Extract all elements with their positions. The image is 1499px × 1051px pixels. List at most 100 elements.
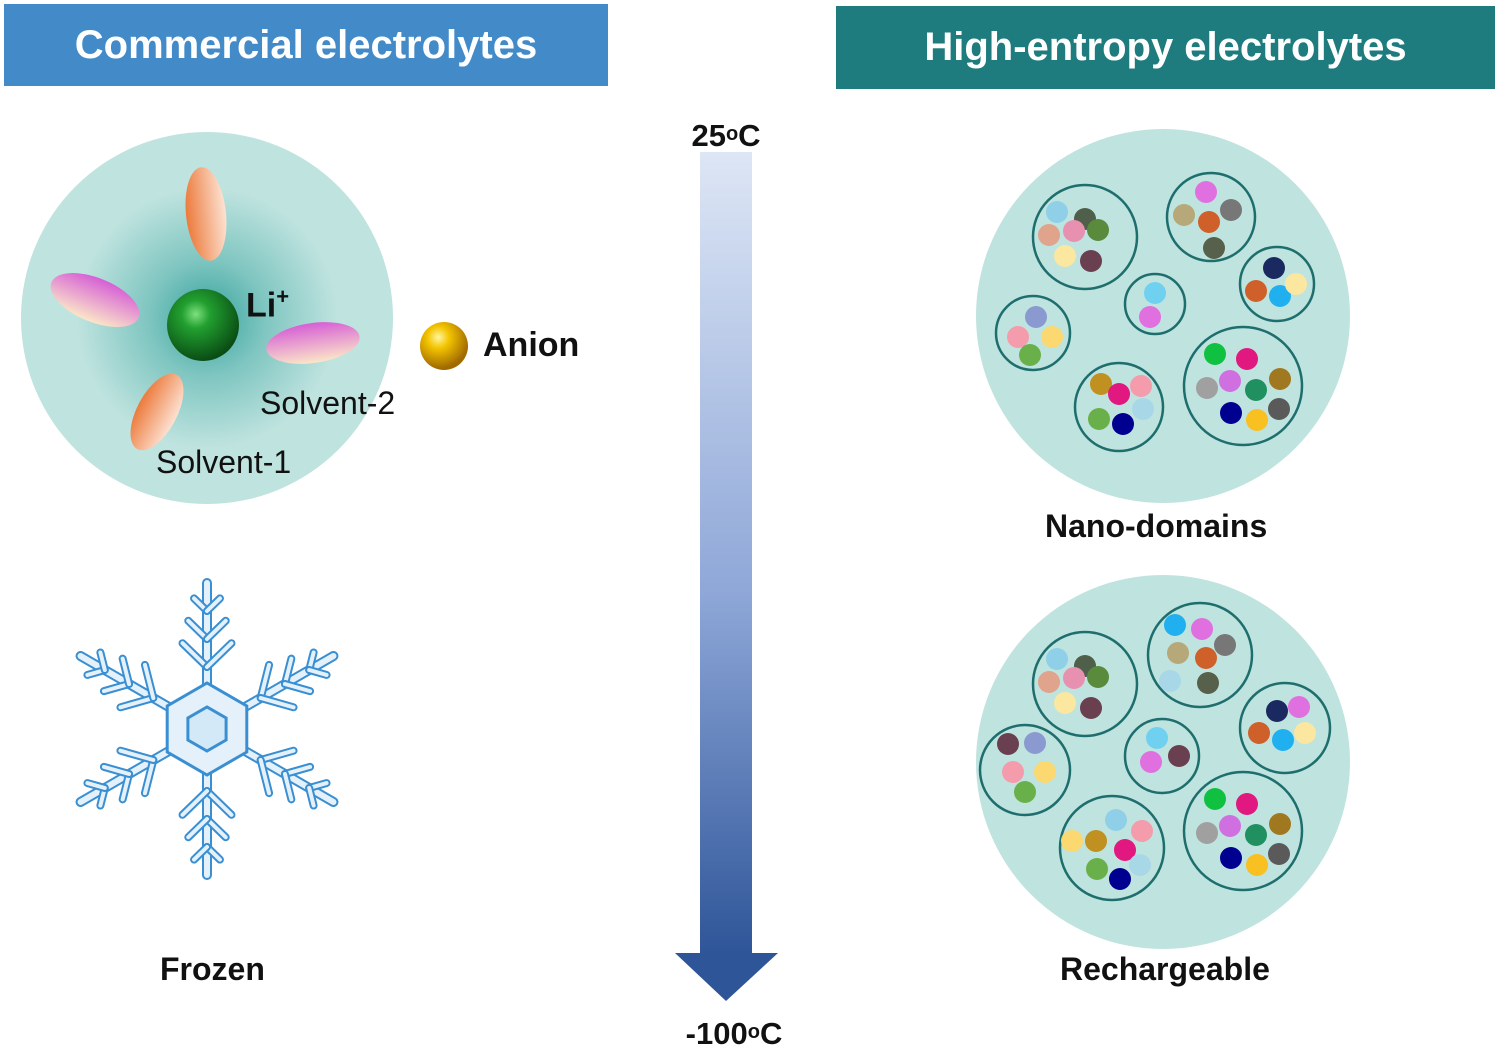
temp-bottom-value: -100	[686, 1016, 748, 1051]
temp-top-unit: C	[738, 118, 760, 153]
solvent-molecule-dot	[1086, 858, 1108, 880]
snowflake-branch-fill	[101, 764, 132, 777]
solvent-molecule-dot	[1168, 745, 1190, 767]
snowflake-arm	[75, 743, 180, 810]
snowflake-branch-fill	[282, 656, 294, 686]
nano-domain	[1165, 171, 1257, 263]
nano-domain	[978, 723, 1072, 817]
temp-bottom-label: -100oC	[686, 1016, 783, 1051]
solvent-molecule-dot	[1285, 273, 1307, 295]
snowflake-arm	[75, 648, 180, 715]
commercial-electrolytes-header: Commercial electrolytes	[4, 4, 608, 86]
solvent-molecule-dot	[997, 733, 1019, 755]
temperature-arrow-shaft	[700, 152, 752, 956]
solvent-molecule-dot	[1108, 383, 1130, 405]
snowflake-branch-fill	[120, 656, 132, 686]
frozen-label: Frozen	[160, 951, 265, 987]
snowflake-branch-fill	[186, 618, 209, 641]
solvent-molecule-dot	[1114, 839, 1136, 861]
temperature-arrow	[675, 152, 778, 1001]
snowflake-branch-fill	[282, 682, 313, 694]
solvent-molecule-dot	[1167, 642, 1189, 664]
solvent-molecule-dot	[1085, 830, 1107, 852]
snowflake-branch-fill	[258, 758, 272, 796]
solvent-molecule-dot	[1203, 237, 1225, 259]
solvent-molecule-dot	[1269, 813, 1291, 835]
nano-domains-cluster	[976, 129, 1350, 503]
solvent-molecule-dot	[1024, 732, 1046, 754]
solvent-molecule-dot	[1220, 402, 1242, 424]
solvent-molecule-dot	[1061, 830, 1083, 852]
snowflake-branch-fill	[120, 772, 132, 802]
snowflake-branch-fill	[205, 596, 222, 613]
temp-bottom-unit: C	[760, 1016, 782, 1051]
solvent-molecule-dot	[1025, 306, 1047, 328]
nano-domains-caption: Nano-domains	[1045, 508, 1268, 544]
solvent-molecule-dot	[1246, 854, 1268, 876]
snowflake-branch-fill	[180, 641, 209, 669]
snowflake-branch-fill	[205, 789, 234, 817]
solvent-molecule-dot	[1046, 201, 1068, 223]
solvent-molecule-dot	[1248, 722, 1270, 744]
solvent-molecule-dot	[1191, 618, 1213, 640]
solvent-molecule-dot	[1034, 761, 1056, 783]
temp-top-label: 25oC	[691, 118, 760, 153]
solvation-cluster	[21, 132, 393, 504]
solvent-1-label: Solvent-1	[156, 444, 292, 480]
solvent-molecule-dot	[1063, 220, 1085, 242]
solvent-molecule-dot	[1196, 377, 1218, 399]
snowflake-branch-fill	[180, 789, 209, 817]
solvent-molecule-dot	[1269, 368, 1291, 390]
snowflake-branch-fill	[205, 817, 228, 840]
snowflake-inner-hexagon	[186, 705, 228, 753]
nano-domain	[1031, 183, 1139, 291]
solvent-molecule-dot	[1080, 697, 1102, 719]
solvent-molecule-dot	[1204, 788, 1226, 810]
solvent-molecule-dot	[1214, 634, 1236, 656]
solvent-molecule-dot	[1246, 409, 1268, 431]
snowflake-branch-fill	[205, 641, 234, 669]
snowflake-branch-fill	[282, 764, 313, 776]
solvent-molecule-dot	[1129, 854, 1151, 876]
snowflake-arm	[234, 743, 339, 810]
nano-domain	[994, 294, 1072, 372]
solvent-molecule-dot	[1132, 398, 1154, 420]
snowflake-branch-fill	[258, 696, 296, 710]
solvent-molecule-dot	[1245, 280, 1267, 302]
rechargeable-caption: Rechargeable	[1060, 951, 1270, 987]
nano-domain	[1073, 361, 1165, 453]
rechargeable-cluster	[976, 575, 1350, 949]
solvent-molecule-dot	[1236, 793, 1258, 815]
nano-domain	[1123, 272, 1187, 336]
solvent-molecule-dot	[1197, 672, 1219, 694]
solvent-molecule-dot	[1266, 700, 1288, 722]
snowflake-branch-fill	[118, 748, 156, 763]
snowflake-branch-fill	[85, 781, 107, 791]
solvent-molecule-dot	[1019, 344, 1041, 366]
solvent-molecule-dot	[1173, 204, 1195, 226]
solvent-molecule-dot	[1063, 667, 1085, 689]
solvent-molecule-dot	[1038, 224, 1060, 246]
snowflake-branch-fill	[101, 682, 132, 694]
solvent-1-molecule-top	[185, 167, 227, 261]
solvent-molecule-dot	[1245, 379, 1267, 401]
nano-domain	[1058, 794, 1166, 902]
snowflake-branch-fill	[118, 696, 156, 710]
snowflake-branch-fill	[142, 662, 156, 700]
solvent-molecule-dot	[1002, 761, 1024, 783]
solvent-molecule-dot	[1054, 692, 1076, 714]
anion-label: Anion	[483, 326, 580, 364]
snowflake-branch-fill	[258, 748, 296, 762]
solvent-molecule-dot	[1144, 282, 1166, 304]
solvent-molecule-dot	[1294, 722, 1316, 744]
solvent-molecule-dot	[1164, 614, 1186, 636]
snowflake-branch-fill	[142, 758, 156, 796]
nano-domain-boundary	[1238, 245, 1316, 323]
solvent-molecule-dot	[1288, 696, 1310, 718]
li-label-text: Li	[246, 286, 277, 325]
snowflake-arm	[178, 762, 236, 880]
nano-domain-boundary	[1123, 717, 1201, 795]
solvent-molecule-dot	[1046, 648, 1068, 670]
solvent-molecule-dot	[1195, 181, 1217, 203]
high-entropy-electrolytes-header: High-entropy electrolytes	[836, 6, 1495, 89]
